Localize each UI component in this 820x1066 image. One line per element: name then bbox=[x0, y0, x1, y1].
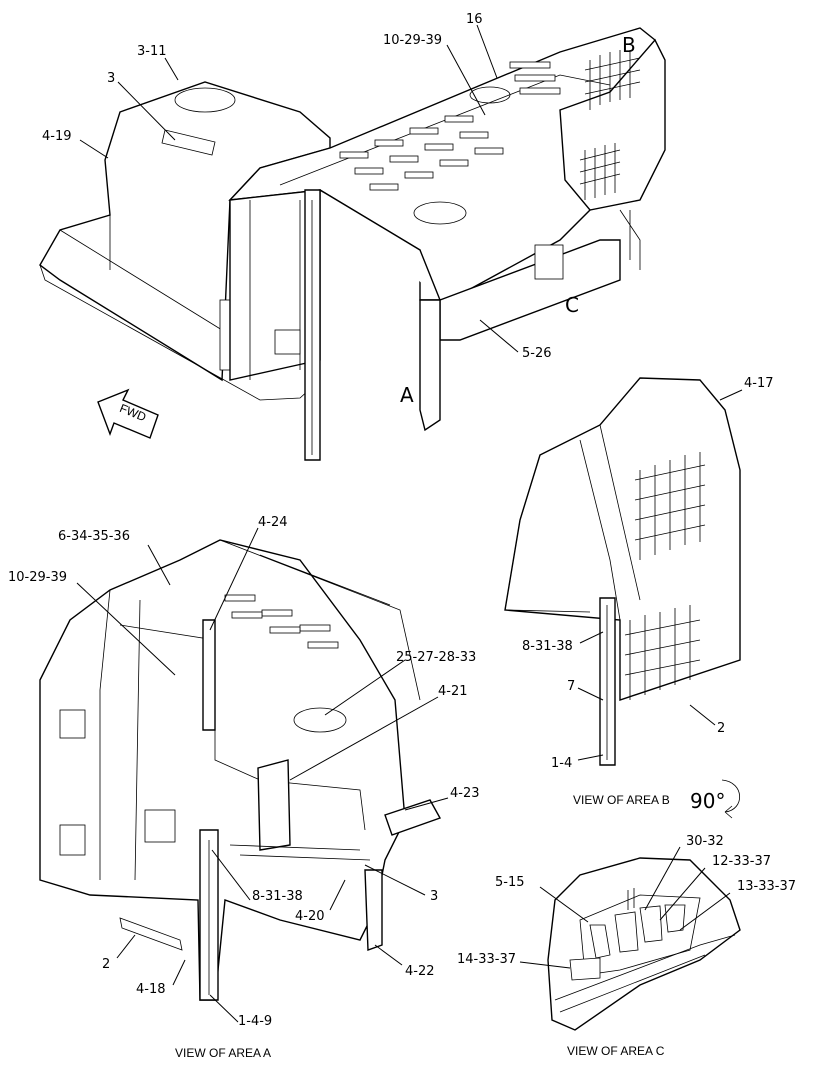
callout-8-31-38-a: 8-31-38 bbox=[252, 889, 303, 904]
callout-12-33-37: 12-33-37 bbox=[712, 854, 771, 869]
callout-4-17: 4-17 bbox=[744, 376, 774, 391]
callout-2-b: 2 bbox=[717, 721, 725, 736]
callout-25-27-28-33: 25-27-28-33 bbox=[396, 650, 476, 665]
callout-4-20: 4-20 bbox=[295, 909, 325, 924]
area-a-drawing bbox=[39, 539, 442, 1001]
callout-3-11: 3-11 bbox=[137, 44, 167, 59]
area-letter-a: A bbox=[400, 383, 414, 407]
mesh-area-b bbox=[624, 452, 706, 700]
callout-7: 7 bbox=[567, 679, 575, 694]
fwd-arrow-icon bbox=[97, 388, 159, 439]
callout-1-4-9: 1-4-9 bbox=[238, 1014, 272, 1029]
callout-2-a: 2 bbox=[102, 957, 110, 972]
callout-30-32: 30-32 bbox=[686, 834, 724, 849]
rotate-arrow-icon bbox=[721, 779, 740, 819]
caption-area-b: VIEW OF AREA B bbox=[573, 793, 670, 807]
callout-6-34-35-36: 6-34-35-36 bbox=[58, 529, 130, 544]
caption-area-c: VIEW OF AREA C bbox=[567, 1044, 665, 1058]
area-letter-c: C bbox=[565, 293, 579, 317]
caption-area-a: VIEW OF AREA A bbox=[175, 1046, 271, 1060]
callout-13-33-37: 13-33-37 bbox=[737, 879, 796, 894]
mesh-b bbox=[579, 50, 641, 200]
callout-4-18: 4-18 bbox=[136, 982, 166, 997]
callout-4-21: 4-21 bbox=[438, 684, 468, 699]
callout-4-24: 4-24 bbox=[258, 515, 288, 530]
callout-4-23: 4-23 bbox=[450, 786, 480, 801]
louver-grid bbox=[339, 61, 561, 191]
callout-3: 3 bbox=[107, 71, 115, 86]
callout-4-19: 4-19 bbox=[42, 129, 72, 144]
callout-16: 16 bbox=[466, 12, 483, 27]
main-assembly-drawing bbox=[39, 27, 666, 461]
callout-14-33-37: 14-33-37 bbox=[457, 952, 516, 967]
area-b-drawing bbox=[504, 377, 741, 819]
callout-4-22: 4-22 bbox=[405, 964, 435, 979]
callout-3-a: 3 bbox=[430, 889, 438, 904]
callout-10-29-39-a: 10-29-39 bbox=[8, 570, 67, 585]
callout-8-31-38-b: 8-31-38 bbox=[522, 639, 573, 654]
area-c-drawing bbox=[547, 857, 741, 1031]
callout-10-29-39: 10-29-39 bbox=[383, 33, 442, 48]
louver-grid-a bbox=[224, 594, 339, 649]
callout-1-4: 1-4 bbox=[551, 756, 572, 771]
rotation-label: 90° bbox=[690, 789, 725, 813]
area-letter-b: B bbox=[622, 33, 636, 57]
callout-5-26: 5-26 bbox=[522, 346, 552, 361]
callout-5-15: 5-15 bbox=[495, 875, 525, 890]
